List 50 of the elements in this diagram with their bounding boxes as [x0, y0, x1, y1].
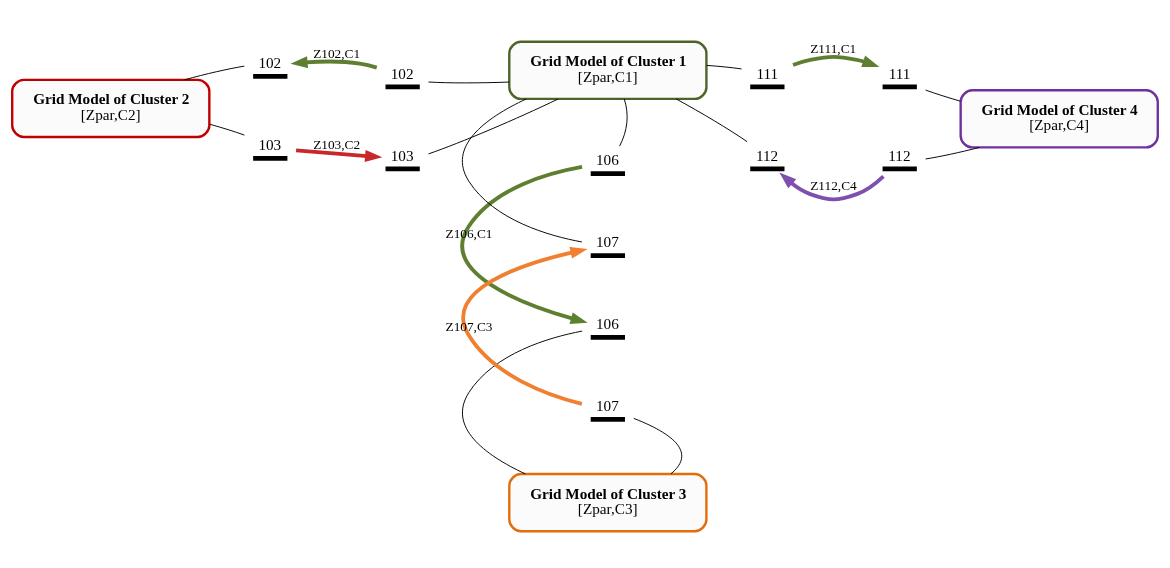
arrow — [460, 165, 588, 324]
node-bar — [590, 335, 625, 340]
node-bar — [882, 166, 917, 172]
node-bar — [253, 156, 288, 161]
node-label: 112 — [888, 146, 911, 164]
node-bar — [590, 416, 625, 422]
connector — [462, 330, 583, 475]
node-label: 107 — [595, 397, 619, 415]
connector — [675, 98, 748, 143]
edge-label: Z103,C2 — [313, 136, 361, 152]
edge-label: Z112,C4 — [810, 178, 857, 194]
arrow — [779, 172, 885, 202]
node-bar — [385, 84, 420, 90]
node-box: Grid Model of Cluster 2 [Zpar,C2] — [11, 78, 211, 139]
node-label: 107 — [595, 233, 619, 251]
edge-label: Z111,C1 — [810, 41, 857, 57]
connector — [633, 417, 683, 475]
node-box: Grid Model of Cluster 1 [Zpar,C1] — [508, 40, 708, 101]
connector — [619, 98, 628, 147]
arrow — [295, 148, 383, 162]
connector — [209, 123, 245, 136]
node-bar — [750, 166, 785, 172]
connector — [462, 98, 583, 243]
node-label: 106 — [595, 315, 619, 333]
node-label: 103 — [258, 136, 282, 154]
node-box: Grid Model of Cluster 3 [Zpar,C3] — [508, 472, 708, 533]
connector — [184, 65, 245, 81]
node-label: 103 — [390, 146, 414, 164]
connector — [428, 98, 559, 155]
connector — [706, 64, 742, 70]
connector — [925, 89, 961, 102]
node-bar — [385, 166, 420, 172]
node-bar — [253, 74, 288, 79]
node-label: 111 — [756, 64, 779, 82]
node-bar — [882, 84, 917, 90]
node-bar — [590, 253, 625, 258]
node-bar — [750, 84, 785, 90]
node-label: 106 — [595, 151, 619, 169]
node-label: 102 — [390, 64, 414, 82]
connector — [428, 81, 510, 84]
node-label: 111 — [888, 64, 911, 82]
arrow — [792, 54, 880, 67]
node-label: 112 — [755, 146, 779, 164]
connector — [925, 147, 980, 160]
edge-label: Z102,C1 — [313, 46, 361, 62]
node-bar — [590, 171, 625, 176]
arrow — [290, 56, 378, 70]
node-label: 102 — [258, 54, 282, 72]
node-box: Grid Model of Cluster 4 [Zpar,C4] — [959, 89, 1159, 149]
arrow — [461, 246, 588, 406]
